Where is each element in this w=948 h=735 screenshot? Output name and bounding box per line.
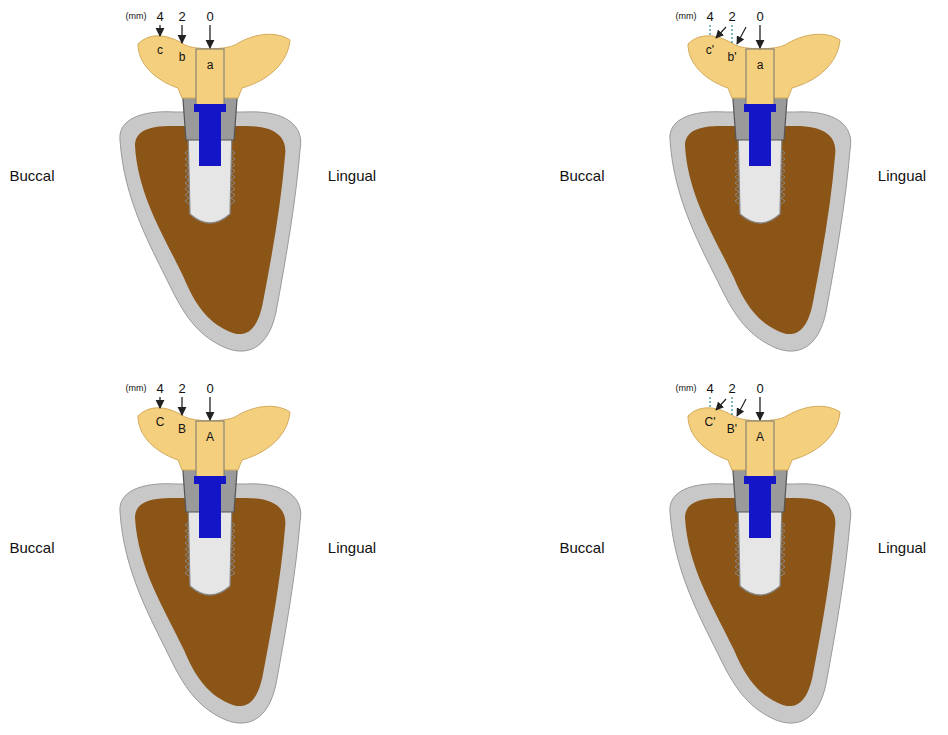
distance-number: 0 (756, 382, 763, 395)
unit-label: (mm) (676, 384, 697, 393)
point-letter: c' (706, 44, 714, 56)
side-label: Lingual (878, 540, 926, 555)
distance-number: 4 (706, 10, 713, 23)
side-label: Buccal (559, 168, 604, 183)
distance-number: 2 (728, 10, 735, 23)
implant-section (120, 406, 301, 723)
unit-label: (mm) (676, 12, 697, 21)
side-label: Lingual (328, 168, 376, 183)
point-letter: A (756, 431, 764, 443)
side-label: Lingual (328, 540, 376, 555)
distance-number: 2 (728, 382, 735, 395)
implant-section (670, 34, 851, 351)
implant-section (670, 406, 851, 723)
distance-number: 2 (178, 10, 185, 23)
point-letter: A (206, 431, 214, 443)
side-label: Buccal (9, 540, 54, 555)
side-label: Buccal (559, 540, 604, 555)
distance-number: 4 (156, 382, 163, 395)
side-label: Lingual (878, 168, 926, 183)
load-arrows (710, 397, 760, 420)
load-arrows (160, 25, 210, 48)
unit-label: (mm) (126, 384, 147, 393)
distance-number: 2 (178, 382, 185, 395)
load-arrows (710, 25, 760, 48)
point-letter: C (156, 416, 165, 428)
distance-number: 0 (206, 10, 213, 23)
point-letter: b' (728, 51, 737, 63)
implant-section (120, 34, 301, 351)
point-letter: a (207, 59, 214, 71)
point-letter: c (157, 44, 163, 56)
side-label: Buccal (9, 168, 54, 183)
unit-label: (mm) (126, 12, 147, 21)
distance-number: 0 (206, 382, 213, 395)
distance-number: 4 (156, 10, 163, 23)
distance-number: 0 (756, 10, 763, 23)
load-arrows (160, 397, 210, 420)
distance-number: 4 (706, 382, 713, 395)
point-letter: b (179, 51, 186, 63)
point-letter: a (757, 59, 764, 71)
point-letter: B' (727, 423, 737, 435)
point-letter: B (178, 423, 186, 435)
point-letter: C' (705, 416, 716, 428)
